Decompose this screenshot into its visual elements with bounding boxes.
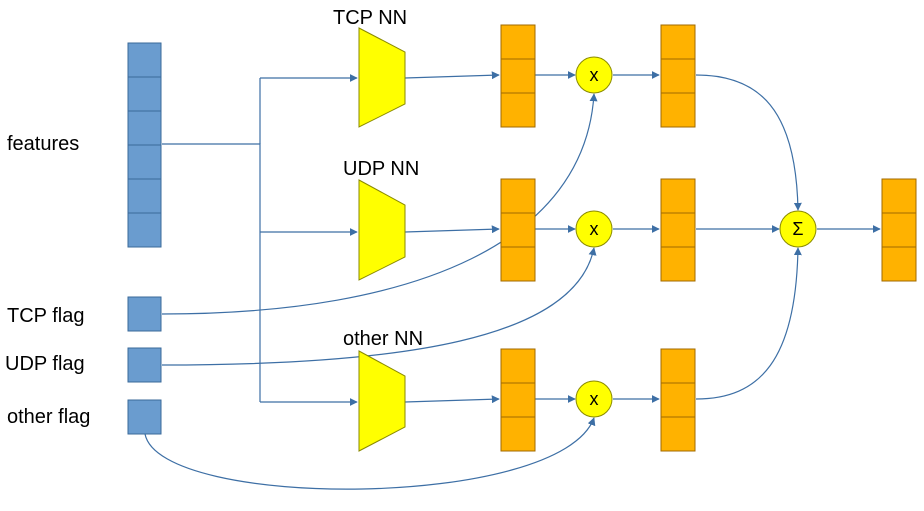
udp-multiply-symbol: x (590, 219, 599, 239)
udp-scaled-vector (660, 178, 696, 282)
output-cell (881, 178, 917, 214)
tcp-to-sum (695, 74, 802, 211)
output-cell (660, 212, 696, 248)
other-flag-label: other flag (7, 406, 90, 428)
output-cell (500, 348, 536, 384)
tcp-nn-label: TCP NN (333, 7, 407, 29)
other-flag-curve (144, 417, 596, 490)
other-nn-label: other NN (343, 328, 423, 350)
output-cell (500, 58, 536, 94)
output-cell (660, 92, 696, 128)
tcp-multiply-node: x (575, 56, 613, 94)
udp-output-vector (500, 178, 536, 282)
tcp-flag-label: TCP flag (7, 305, 84, 327)
tcp-flag-curve (161, 93, 598, 315)
udp-nn-shape (358, 179, 406, 281)
output-cell (660, 246, 696, 282)
output-cell (660, 58, 696, 94)
output-cell (881, 212, 917, 248)
output-cell (660, 178, 696, 214)
final-output-vector (881, 178, 917, 282)
udp-flag-curve (161, 247, 597, 366)
tcp-multiply-symbol: x (590, 65, 599, 85)
sum-node: Σ (779, 210, 817, 248)
features-cell (127, 212, 162, 248)
output-cell (500, 212, 536, 248)
other-flag-block (127, 399, 162, 435)
features-label: features (7, 133, 79, 155)
features-cell (127, 42, 162, 78)
output-cell (660, 416, 696, 452)
connectors (144, 71, 881, 490)
other-multiply-node: x (575, 380, 613, 418)
tcp-nn-out (404, 71, 500, 80)
other-nn-out (404, 395, 500, 404)
other-output-vector (500, 348, 536, 452)
other-nn-shape (358, 350, 406, 452)
sum-symbol: Σ (792, 219, 803, 239)
other-to-sum (695, 247, 802, 400)
output-cell (500, 178, 536, 214)
features-cell (127, 144, 162, 180)
output-cell (500, 24, 536, 60)
output-cell (500, 92, 536, 128)
udp-multiply-node: x (575, 210, 613, 248)
other-scaled-vector (660, 348, 696, 452)
tcp-nn-shape (358, 27, 406, 128)
udp-flag-label: UDP flag (5, 353, 85, 375)
features-cell (127, 110, 162, 146)
output-cell (660, 24, 696, 60)
output-cell (881, 246, 917, 282)
output-cell (500, 382, 536, 418)
udp-flag-block (127, 347, 162, 383)
other-multiply-symbol: x (590, 389, 599, 409)
udp-nn-out (404, 225, 500, 234)
tcp-flag-block (127, 296, 162, 332)
tcp-output-vector (500, 24, 536, 128)
features-vector (127, 42, 162, 248)
output-cell (500, 246, 536, 282)
udp-nn-label: UDP NN (343, 158, 419, 180)
output-cell (660, 382, 696, 418)
features-cell (127, 178, 162, 214)
output-cell (660, 348, 696, 384)
features-cell (127, 76, 162, 112)
output-cell (500, 416, 536, 452)
tcp-scaled-vector (660, 24, 696, 128)
